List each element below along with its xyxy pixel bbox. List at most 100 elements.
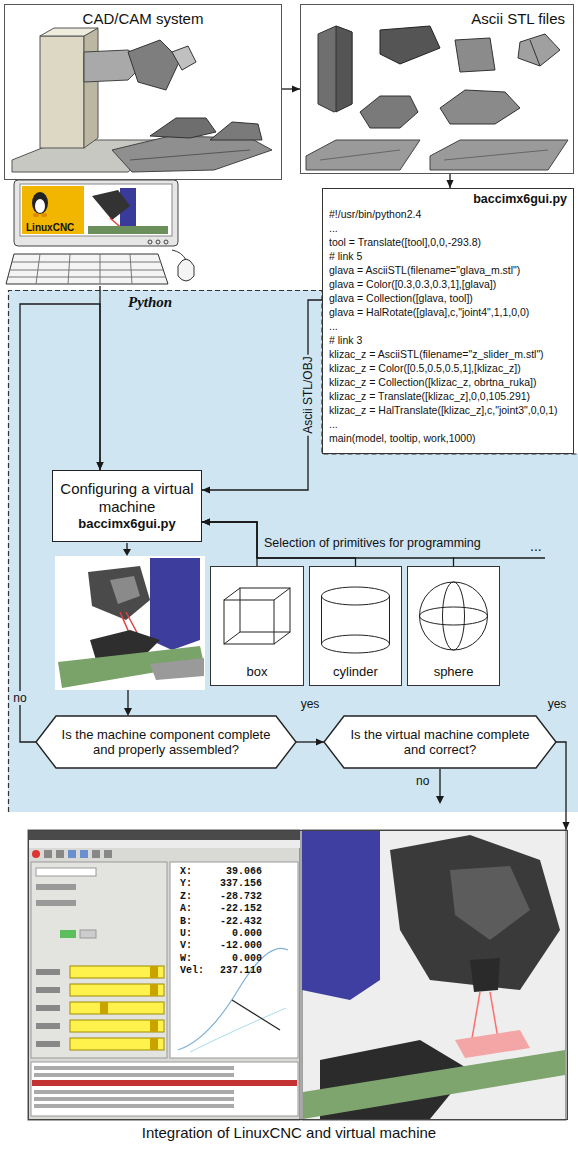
linuxcnc-screenshot (34, 1104, 234, 1108)
primitive-wireframes (420, 607, 488, 625)
computer-illustration (36, 254, 40, 284)
decision-text-box: Is the virtual machine complete and corr… (324, 716, 556, 768)
linuxcnc-screenshot (80, 850, 88, 858)
arrowhead (202, 518, 210, 525)
process-box: Configuring a virtual machinebaccimx6gui… (52, 470, 202, 542)
edge-label: Ascii STL/OBJ (301, 354, 315, 435)
decision-hexagon: Is the virtual machine complete and corr… (324, 716, 556, 768)
computer-illustration (164, 240, 168, 244)
script-box: baccimx6gui.py#!/usr/bin/python2.4...too… (322, 188, 574, 454)
linuxcnc-screenshot (302, 830, 566, 1120)
linuxcnc-screenshot (232, 1000, 280, 1030)
linuxcnc-screenshot (36, 1041, 60, 1047)
file-name: baccimx6gui.py (78, 516, 176, 532)
linuxcnc-screenshot (56, 850, 64, 858)
linuxcnc-screenshot (34, 1073, 234, 1077)
primitive-wireframes (420, 582, 488, 650)
linuxcnc-screenshot (104, 850, 112, 858)
linuxcnc-screenshot (150, 1038, 158, 1050)
code-line: main(model, tooltip, work,1000) (329, 431, 475, 445)
computer-illustration (172, 250, 186, 260)
axis-name: Y: (180, 878, 192, 890)
primitive-label: cylinder (310, 664, 401, 680)
axis-value: -28.732 (196, 891, 262, 903)
code-line: ... (329, 319, 338, 333)
virtual-machine-render (88, 566, 150, 620)
axis-name: B: (180, 916, 192, 928)
axis-value: 337.156 (196, 878, 262, 890)
stl-parts (360, 96, 418, 128)
decision-outline (324, 716, 556, 768)
arrowhead (202, 518, 210, 525)
primitive-wireframes (407, 566, 500, 686)
linuxcnc-screenshot (36, 987, 60, 993)
virtual-machine-render (55, 556, 205, 690)
decision-text: Is the virtual machine complete and corr… (346, 727, 534, 757)
virtual-machine-render (110, 576, 140, 604)
primitive-wireframes (224, 588, 240, 600)
code-line: tool = Translate([tool],0,0,-293.8) (329, 235, 481, 249)
connector (202, 300, 322, 494)
computer-illustration (178, 259, 194, 281)
stl-parts (430, 140, 568, 170)
code-line: # link 5 (329, 249, 362, 263)
axis-name: U: (180, 928, 192, 940)
linuxcnc-screenshot (68, 850, 76, 858)
axis-value: 39.066 (196, 866, 262, 878)
computer-illustration (6, 254, 168, 284)
linuxcnc-screenshot (44, 850, 52, 858)
panel-title: CAD/CAM system (13, 10, 273, 28)
computer-illustration (32, 192, 48, 214)
code-line: #!/usr/bin/python2.4 (329, 207, 421, 221)
machine-model (40, 36, 84, 148)
primitive-wireframes (443, 582, 465, 650)
connector-line (556, 742, 566, 830)
code-line: klizac_z = HalTranslate([klizac_z],c,"jo… (329, 403, 558, 417)
edge-label: no (11, 691, 28, 705)
region-fill (8, 290, 578, 812)
code-line: glava = Collection([glava, tool]) (329, 291, 473, 305)
computer-illustration (68, 254, 70, 284)
edge-label: yes (546, 697, 569, 711)
linuxcnc-screenshot (470, 958, 500, 992)
linuxcnc-screenshot (70, 1020, 164, 1032)
axis-name: V: (180, 940, 192, 952)
axis-value: 237.110 (196, 965, 262, 977)
linuxcnc-screenshot (70, 1002, 164, 1014)
computer-illustration (8, 277, 166, 278)
screenshot: Integration of LinuxCNC and virtual mach… (28, 830, 568, 1120)
stl-parts (518, 34, 560, 66)
linuxcnc-screenshot (70, 984, 164, 996)
caption: Integration of LinuxCNC and virtual mach… (1, 1124, 577, 1142)
process-label: Configuring a virtual machine (58, 480, 196, 516)
computer: LinuxCNC (6, 178, 198, 286)
primitive-wireframes (210, 566, 500, 686)
linuxcnc-screenshot (170, 862, 298, 1058)
linuxcnc-screenshot (70, 966, 164, 978)
arrowhead (202, 486, 210, 493)
machine-model (84, 28, 98, 148)
group-label: Selection of primitives for programming (264, 536, 481, 551)
computer-illustration (41, 213, 47, 217)
flow-arrow (127, 690, 128, 708)
linuxcnc-screenshot (150, 1020, 158, 1032)
connector (556, 742, 570, 830)
computer-illustration (33, 213, 39, 217)
code-line: glava = AsciiSTL(filename="glava_m.stl") (329, 263, 520, 277)
primitive-wireframes (210, 566, 304, 686)
code-line: klizac_z = Translate([klizac_z],0,0,105.… (329, 389, 530, 403)
code-line: glava = HalRotate([glava],c,"joint4",1,1… (329, 305, 529, 319)
linuxcnc-screenshot (150, 984, 158, 996)
computer-illustration (156, 240, 160, 244)
stl-parts (318, 26, 352, 112)
primitive-wireframes (274, 632, 290, 644)
linuxcnc-screenshot (28, 830, 300, 840)
computer-illustration (20, 184, 172, 236)
code-line: # link 3 (329, 333, 362, 347)
machine-model (172, 46, 196, 70)
axis-value: -22.432 (196, 916, 262, 928)
ellipsis: ... (530, 538, 542, 554)
decision-text-box: Is the machine component complete and pr… (36, 716, 296, 768)
